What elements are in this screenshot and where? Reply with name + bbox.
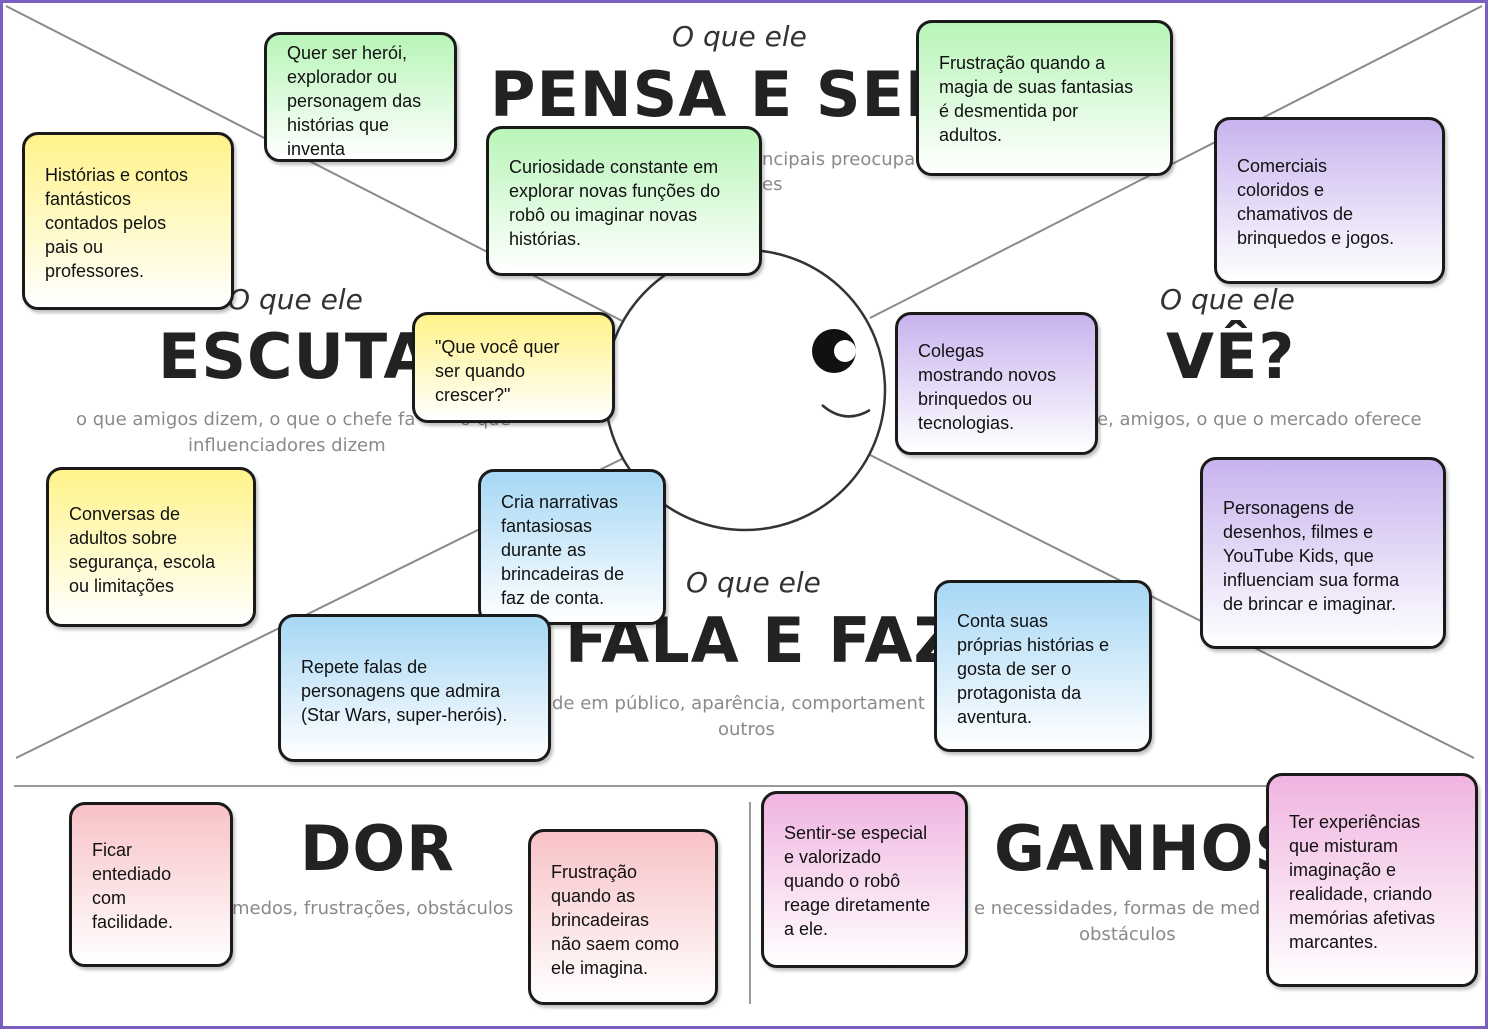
fala-subtitle-2: outros: [718, 719, 775, 740]
note-repete-falas: Repete falas de personagens que admira (…: [278, 614, 551, 762]
fala-small-title: O que ele: [686, 566, 821, 599]
escuta-subtitle: o que amigos dizem, o que o chefe fa: [76, 409, 416, 430]
note-entediado: Ficar entediado com facilidade.: [69, 802, 233, 967]
fala-subtitle: de em público, aparência, comportament: [552, 693, 925, 714]
escuta-small-title: O que ele: [228, 283, 363, 316]
note-curiosidade: Curiosidade constante em explorar novas …: [486, 126, 762, 276]
pensa-subtitle: ncipais preocupa: [762, 149, 916, 170]
escuta-subtitle-2: influenciadores dizem: [188, 435, 386, 456]
smile-icon: [821, 404, 871, 418]
note-frustracao-brincadeiras: Frustração quando as brincadeiras não sa…: [528, 829, 718, 1005]
ganhos-subtitle: e necessidades, formas de med: [974, 898, 1261, 919]
pensa-subtitle-2: es: [762, 174, 783, 195]
note-sentir-especial: Sentir-se especial e valorizado quando o…: [761, 791, 968, 968]
note-historias-contos: Histórias e contos fantásticos contados …: [22, 132, 234, 310]
note-experiencias: Ter experiências que misturam imaginação…: [1266, 773, 1478, 987]
ganhos-title: GANHOS: [994, 812, 1301, 885]
note-personagens: Personagens de desenhos, filmes e YouTub…: [1200, 457, 1446, 649]
note-conta-historias: Conta suas próprias histórias e gosta de…: [934, 580, 1152, 752]
note-frustracao-magia: Frustração quando a magia de suas fantas…: [916, 20, 1173, 176]
diagonal-top-right: [869, 5, 1483, 319]
ve-subtitle: e, amigos, o que o mercado oferece: [1097, 409, 1422, 430]
ganhos-subtitle-2: obstáculos: [1079, 924, 1176, 945]
note-colegas: Colegas mostrando novos brinquedos ou te…: [895, 312, 1098, 455]
dor-subtitle: medos, frustrações, obstáculos: [232, 898, 514, 919]
ve-title: VÊ?: [1166, 320, 1296, 393]
note-quer-ser-heroi: Quer ser herói, explorador ou personagem…: [264, 32, 457, 162]
note-conversas: Conversas de adultos sobre segurança, es…: [46, 467, 256, 627]
dor-title: DOR: [300, 812, 455, 885]
pensa-title: PENSA E SENT: [490, 58, 1002, 131]
note-comerciais: Comerciais coloridos e chamativos de bri…: [1214, 117, 1445, 284]
note-pergunta: "Que você quer ser quando crescer?": [412, 312, 615, 423]
diagonal-top-left: [5, 5, 641, 331]
ve-small-title: O que ele: [1160, 283, 1295, 316]
diagonal-bottom-right: [869, 454, 1475, 759]
note-narrativas: Cria narrativas fantasiosas durante as b…: [478, 469, 666, 625]
pensa-small-title: O que ele: [672, 20, 807, 53]
